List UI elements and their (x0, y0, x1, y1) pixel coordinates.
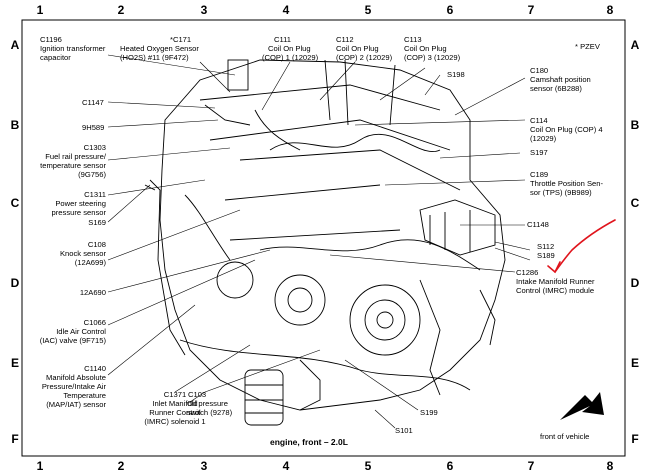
diagram-caption: engine, front – 2.0L (270, 437, 348, 447)
grid-col-7-bottom: 7 (527, 459, 535, 473)
grid-row-f-right: F (631, 432, 639, 446)
label-s198: S198 (447, 70, 465, 79)
grid-col-4: 4 (282, 3, 290, 17)
label-c1148: C1148 (527, 220, 549, 229)
grid-col-8-bottom: 8 (606, 459, 614, 473)
grid-row-d: D (10, 276, 20, 290)
grid-row-b: B (10, 118, 20, 132)
grid-row-c-right: C (630, 196, 640, 210)
label-s101: S101 (395, 426, 413, 435)
grid-row-c: C (10, 196, 20, 210)
grid-row-f: F (11, 432, 19, 446)
grid-col-3: 3 (200, 3, 208, 17)
engine-block-outline (144, 59, 506, 426)
grid-row-a: A (10, 38, 20, 52)
grid-row-a-right: A (630, 38, 640, 52)
grid-col-4-bottom: 4 (282, 459, 290, 473)
leader-lines (107, 54, 531, 429)
grid-col-7: 7 (527, 3, 535, 17)
label-c1147: C1147 (82, 98, 104, 107)
grid-col-2-bottom: 2 (117, 459, 125, 473)
grid-row-e: E (10, 356, 19, 370)
label-12a690: 12A690 (79, 288, 106, 297)
grid-col-3-bottom: 3 (200, 459, 208, 473)
grid-col-5: 5 (364, 3, 372, 17)
front-of-vehicle-arrow (560, 392, 604, 420)
label-s169: S169 (88, 218, 106, 227)
red-annotation-arrow (547, 219, 616, 274)
front-of-vehicle-label: front of vehicle (540, 432, 590, 441)
label-s199: S199 (420, 408, 438, 417)
grid-col-6: 6 (446, 3, 454, 17)
grid-col-2: 2 (117, 3, 125, 17)
grid-col-1: 1 (36, 3, 44, 17)
grid-row-d-right: D (630, 276, 640, 290)
grid-col-8: 8 (606, 3, 614, 17)
grid-row-e-right: E (630, 356, 639, 370)
grid-col-5-bottom: 5 (364, 459, 372, 473)
label-s197: S197 (530, 148, 548, 157)
grid-col-1-bottom: 1 (36, 459, 44, 473)
pzev-note: * PZEV (575, 42, 600, 51)
label-9h589: 9H589 (82, 123, 105, 132)
grid-row-b-right: B (630, 118, 640, 132)
grid-col-6-bottom: 6 (446, 459, 454, 473)
